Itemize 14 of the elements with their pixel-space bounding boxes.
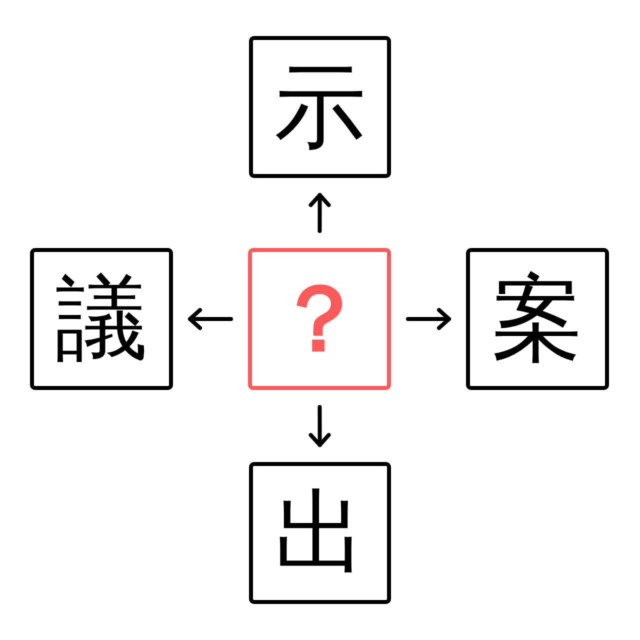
question-mark: ？ <box>274 273 366 365</box>
kanji-character: 示 <box>274 61 366 153</box>
character-box <box>249 36 391 178</box>
kanji-character: 案 <box>492 273 584 365</box>
character-box <box>30 248 173 390</box>
question-box <box>248 248 391 390</box>
arrow <box>308 405 331 447</box>
kanji-character: 議 <box>56 273 148 365</box>
character-box <box>466 248 609 390</box>
kanji-character: 出 <box>274 487 366 579</box>
character-box <box>249 462 391 604</box>
arrow <box>308 193 331 233</box>
arrow <box>406 308 451 330</box>
arrow <box>188 308 233 330</box>
